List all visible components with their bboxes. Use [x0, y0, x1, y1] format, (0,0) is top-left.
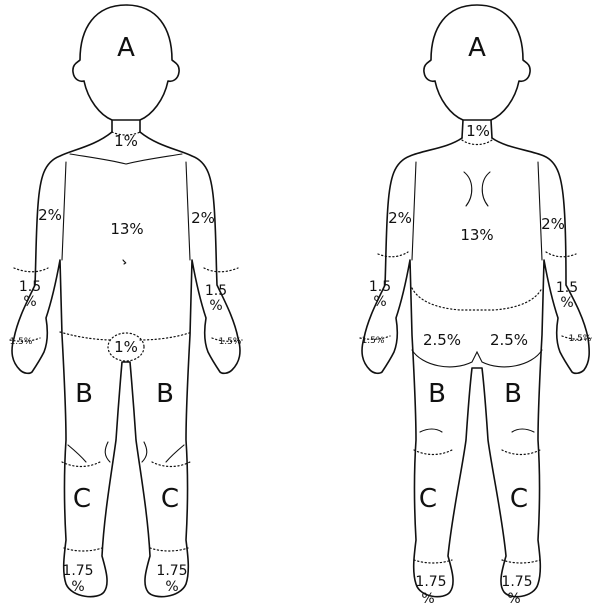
- front-head-label: A: [117, 33, 135, 63]
- back-thigh-left-label: B: [428, 379, 446, 409]
- front-thigh-right-label: B: [156, 379, 174, 409]
- back-thigh-right-label: B: [504, 379, 522, 409]
- back-hand-right-label: 1.5%: [569, 334, 592, 344]
- back-upper-arm-left-label: 2%: [388, 209, 412, 227]
- back-neck-border: [462, 140, 492, 145]
- back-foot-left-label-unit: %: [421, 591, 434, 607]
- back-buttock-right-label: 2.5%: [490, 331, 528, 349]
- front-genital-label: 1%: [114, 338, 138, 356]
- front-upper-arm-right-label: 2%: [191, 209, 215, 227]
- back-trunk-label: 13%: [460, 226, 493, 244]
- back-forearm-left-label-value: 1.5: [369, 279, 391, 295]
- front-forearm-left-label-value: 1.5: [19, 279, 41, 295]
- back-foot-left-label-value: 1.75: [415, 574, 446, 590]
- front-inner-arm-lines: [62, 162, 190, 260]
- front-knee-borders: [62, 462, 190, 467]
- front-navel: [123, 260, 126, 264]
- back-upper-arm-right-label: 2%: [541, 215, 565, 233]
- front-foot-right-label-unit: %: [165, 579, 178, 595]
- front-forearm-right-label-unit: %: [209, 298, 222, 314]
- front-foot-left-label-unit: %: [71, 579, 84, 595]
- front-hand-left-label: 1.5%: [10, 337, 33, 347]
- front-forearm-right-label-value: 1.5: [205, 283, 227, 299]
- front-thigh-left-label: B: [75, 379, 93, 409]
- front-hand-right-label: 1.5%: [219, 337, 242, 347]
- back-figure: [360, 5, 592, 597]
- back-forearm-left-label-unit: %: [373, 294, 386, 310]
- back-knee-borders: [414, 450, 540, 455]
- front-neck-outline: [112, 120, 140, 132]
- back-foot-right-label-value: 1.75: [501, 574, 532, 590]
- back-forearm-right-label-unit: %: [560, 295, 573, 311]
- back-body-outline: [362, 138, 589, 597]
- back-foot-right-label-unit: %: [507, 591, 520, 607]
- back-buttock-left-label: 2.5%: [423, 331, 461, 349]
- front-forearm-borders: [10, 268, 242, 341]
- back-knee-details: [420, 429, 534, 432]
- front-leg-right-label: C: [161, 484, 179, 514]
- back-ankle-borders: [414, 560, 540, 563]
- back-forearm-right-label-value: 1.5: [556, 280, 578, 296]
- front-foot-right-label-value: 1.75: [156, 563, 187, 579]
- front-trunk-label: 13%: [110, 220, 143, 238]
- back-buttock-fold: [412, 350, 542, 367]
- front-leg-left-label: C: [73, 484, 91, 514]
- front-body-outline: [12, 132, 240, 597]
- back-neck-label: 1%: [466, 122, 490, 140]
- front-ankle-borders: [64, 548, 188, 551]
- front-chest-line: [70, 154, 182, 164]
- front-knee-details: [68, 442, 184, 462]
- front-upper-arm-left-label: 2%: [38, 206, 62, 224]
- back-hand-left-label: 1.5%: [362, 336, 385, 346]
- back-buttock-border: [412, 288, 542, 310]
- front-foot-left-label-value: 1.75: [62, 563, 93, 579]
- front-forearm-left-label-unit: %: [23, 294, 36, 310]
- back-leg-left-label: C: [419, 484, 437, 514]
- front-neck-label: 1%: [114, 132, 138, 150]
- back-shoulder-blades: [464, 172, 490, 206]
- back-leg-right-label: C: [510, 484, 528, 514]
- back-inner-arm-lines: [412, 162, 542, 260]
- front-figure: [10, 5, 242, 597]
- back-head-label: A: [468, 33, 486, 63]
